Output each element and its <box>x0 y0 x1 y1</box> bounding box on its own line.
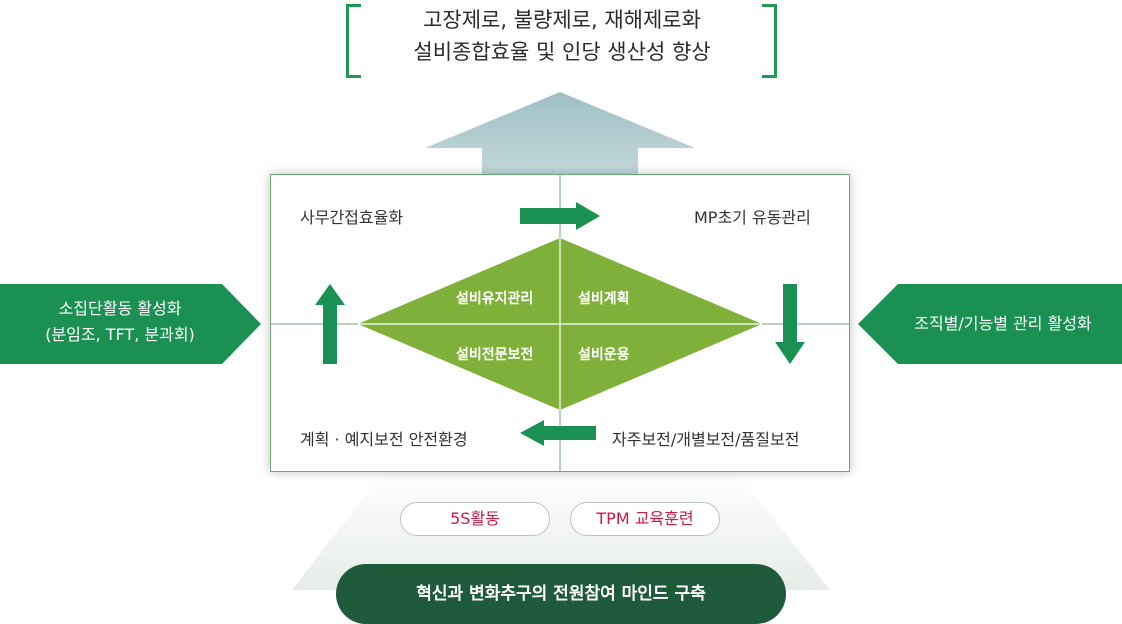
diamond-top-right: 설비계획 <box>578 291 630 307</box>
foundation-glow <box>292 470 830 590</box>
diamond-top-left: 설비유지관리 <box>456 291 534 307</box>
left-side-line-1: 소집단활동 활성화 <box>58 299 182 318</box>
corner-bottom-left: 계획 · 예지보전 안전환경 <box>300 430 468 449</box>
pill-tpm-training: TPM 교육훈련 <box>570 502 720 536</box>
big-up-arrow <box>425 92 695 180</box>
foundation-banner: 혁신과 변화추구의 전원참여 마인드 구축 <box>336 564 786 624</box>
corner-top-right: MP초기 유동관리 <box>694 208 811 227</box>
left-side-label: 소집단활동 활성화 (분임조, TFT, 분과회) <box>0 296 240 348</box>
goal-text: 고장제로, 불량제로, 재해제로화 설비종합효율 및 인당 생산성 향상 <box>350 0 774 74</box>
left-arrow-bottom <box>520 420 596 446</box>
left-side-line-2: (분임조, TFT, 분과회) <box>45 325 195 344</box>
panel-graphics <box>270 174 850 472</box>
goal-line-2: 설비종합효율 및 인당 생산성 향상 <box>413 40 711 64</box>
goal-bracket-left <box>346 4 361 78</box>
goal-line-1: 고장제로, 불량제로, 재해제로화 <box>423 8 701 32</box>
down-arrow-right <box>775 284 805 364</box>
diamond-bottom-right: 설비운용 <box>578 347 630 363</box>
right-side-label: 조직별/기능별 관리 활성화 <box>914 314 1092 333</box>
corner-top-left: 사무간접효율화 <box>300 208 404 227</box>
corner-bottom-right: 자주보전/개별보전/품질보전 <box>612 430 800 449</box>
left-side-arrow <box>0 284 261 364</box>
diamond-bottom-left: 설비전문보전 <box>456 347 534 363</box>
right-arrow-top <box>520 202 600 230</box>
pill-5s: 5S활동 <box>400 502 550 536</box>
up-arrow-left <box>315 284 345 364</box>
right-side-arrow <box>858 284 1122 364</box>
goal-bracket-right <box>762 4 777 78</box>
